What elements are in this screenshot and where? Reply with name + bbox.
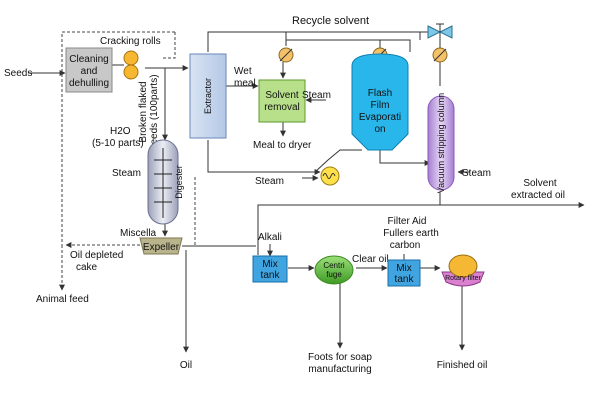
mix-tank-2-label-2: tank	[395, 274, 415, 285]
mix-tank-1-label-1: Mix	[262, 259, 278, 270]
animal-feed-label: Animal feed	[36, 294, 89, 305]
oil-depleted-cake-label-2: cake	[76, 262, 98, 273]
vacuum-stripping-column: Vacuum stripping column	[427, 93, 455, 193]
alkali-label: Alkali	[258, 232, 282, 243]
expeller-unit: Expeller	[139, 237, 183, 255]
foots-label-1: Foots for soap	[308, 352, 372, 363]
extractor-vessel: Extractor	[189, 53, 227, 139]
flash-label-3: Evaporati	[359, 112, 401, 123]
mix-tank-1-label-2: tank	[261, 270, 281, 281]
steam-label-heater: Steam	[255, 176, 284, 187]
steam-label-column: Steam	[462, 168, 491, 179]
steam-label-digester: Steam	[112, 168, 141, 179]
seeds-label: Seeds	[4, 68, 32, 79]
wet-meal-label-1: Wet	[234, 66, 252, 77]
clear-oil-label: Clear oil	[352, 254, 389, 265]
extractor-label: Extractor	[203, 78, 213, 114]
mix-tank-2-label-1: Mix	[396, 263, 412, 274]
expeller-label: Expeller	[143, 242, 180, 253]
digester-label: Digester	[174, 165, 184, 199]
mix-tank-1: Mix tank	[252, 255, 288, 283]
filter-aid-label-3: carbon	[390, 240, 421, 251]
finished-oil-label: Finished oil	[437, 360, 488, 371]
centrifuge-label-1: Centri	[323, 261, 345, 270]
broken-flaked-label-2: seeds (100parts)	[149, 74, 160, 149]
condenser-icon	[278, 47, 294, 63]
centrifuge-unit: Centri fuge	[314, 255, 354, 285]
flash-label-2: Film	[371, 100, 390, 111]
flash-label-4: on	[374, 124, 385, 135]
rotary-filter-label: Rotary filter	[445, 275, 481, 282]
wet-meal-label-2: meal	[234, 78, 256, 89]
solvent-extracted-oil-label-2: extracted oil	[511, 190, 565, 201]
cleaning-label-3: dehulling	[69, 78, 109, 89]
mix-tank-2: Mix tank	[387, 259, 421, 287]
broken-flaked-label-1: Broken flaked	[138, 81, 149, 142]
cleaning-dehulling-unit: Cleaning and dehulling	[65, 47, 113, 93]
filter-aid-label-1: Filter Aid	[388, 216, 427, 227]
vacuum-column-label: Vacuum stripping column	[436, 93, 446, 193]
cracking-rolls	[123, 50, 139, 80]
recycle-solvent-label: Recycle solvent	[292, 15, 369, 27]
digester-vessel: Digester	[147, 139, 184, 225]
miscella-label: Miscella	[120, 228, 157, 239]
h2o-label-2: (5-10 parts)	[92, 138, 144, 149]
rotary-filter-unit: Rotary filter	[441, 254, 485, 287]
filter-aid-label-2: Fullers earth	[383, 228, 439, 239]
valve-icon	[427, 23, 453, 39]
flash-film-evaporator: Flash Film Evaporati on	[351, 53, 409, 151]
steam-label-solvent-removal: Steam	[302, 90, 331, 101]
h2o-label-1: H2O	[110, 126, 131, 137]
solvent-extracted-oil-label-1: Solvent	[523, 178, 557, 189]
cleaning-label-2: and	[81, 66, 98, 77]
flash-label-1: Flash	[368, 88, 392, 99]
foots-label-2: manufacturing	[308, 364, 371, 375]
centrifuge-label-2: fuge	[326, 270, 342, 279]
solvent-removal-unit: Solvent removal	[258, 79, 306, 123]
oil-depleted-cake-label-1: Oil depleted	[70, 250, 123, 261]
heater-icon	[320, 166, 340, 186]
cracking-rolls-label: Cracking rolls	[100, 36, 161, 47]
meal-to-dryer-label: Meal to dryer	[253, 140, 312, 151]
condenser-icon	[432, 47, 448, 63]
flow-lines	[28, 31, 585, 353]
cleaning-label-1: Cleaning	[69, 54, 108, 65]
solvent-removal-label-2: removal	[264, 102, 300, 113]
oil-label: Oil	[180, 360, 192, 371]
solvent-removal-label-1: Solvent	[265, 90, 299, 101]
